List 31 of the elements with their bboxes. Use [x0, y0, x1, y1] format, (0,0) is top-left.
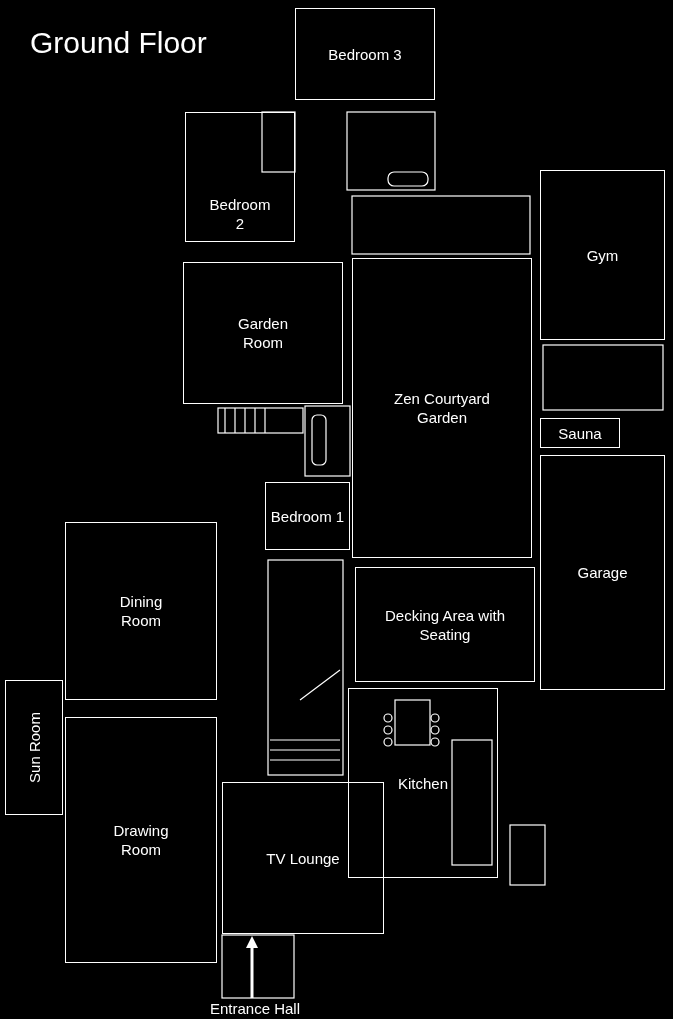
- room-label: Gym: [586, 245, 619, 265]
- room-outline: [540, 418, 620, 448]
- room-label: Bedroom 2: [208, 195, 272, 233]
- floor-title: Ground Floor: [30, 28, 207, 58]
- room-outline: [355, 567, 535, 682]
- room-outline: [540, 170, 665, 340]
- room-label: Bedroom 1: [270, 506, 345, 526]
- room-label: Sauna: [558, 423, 602, 443]
- room-outline: [183, 262, 343, 404]
- room-outline: [5, 680, 63, 815]
- room-outline: [65, 717, 217, 963]
- room-label: Kitchen: [397, 773, 448, 793]
- room-label: TV Lounge: [266, 848, 340, 868]
- room-label: Sun Room: [24, 712, 44, 783]
- room-outline: [265, 482, 350, 550]
- room-outline: [540, 455, 665, 690]
- room-outline: [185, 112, 295, 242]
- room-label: Bedroom 3: [328, 44, 402, 64]
- room-outline: [352, 258, 532, 558]
- room-label: Drawing Room: [112, 821, 170, 859]
- room-outline: [65, 522, 217, 700]
- room-label: Dining Room: [118, 592, 164, 630]
- room-outline: [222, 782, 384, 934]
- room-label: Garden Room: [236, 314, 289, 352]
- room-outline: [348, 688, 498, 878]
- room-label: Entrance Hall: [209, 998, 300, 1018]
- entrance-arrow: [246, 936, 258, 998]
- room-label: Zen Courtyard Garden: [393, 389, 491, 427]
- room-outline: [295, 8, 435, 100]
- room-label: Garage: [577, 563, 628, 582]
- room-label: Decking Area with Seating: [383, 605, 507, 644]
